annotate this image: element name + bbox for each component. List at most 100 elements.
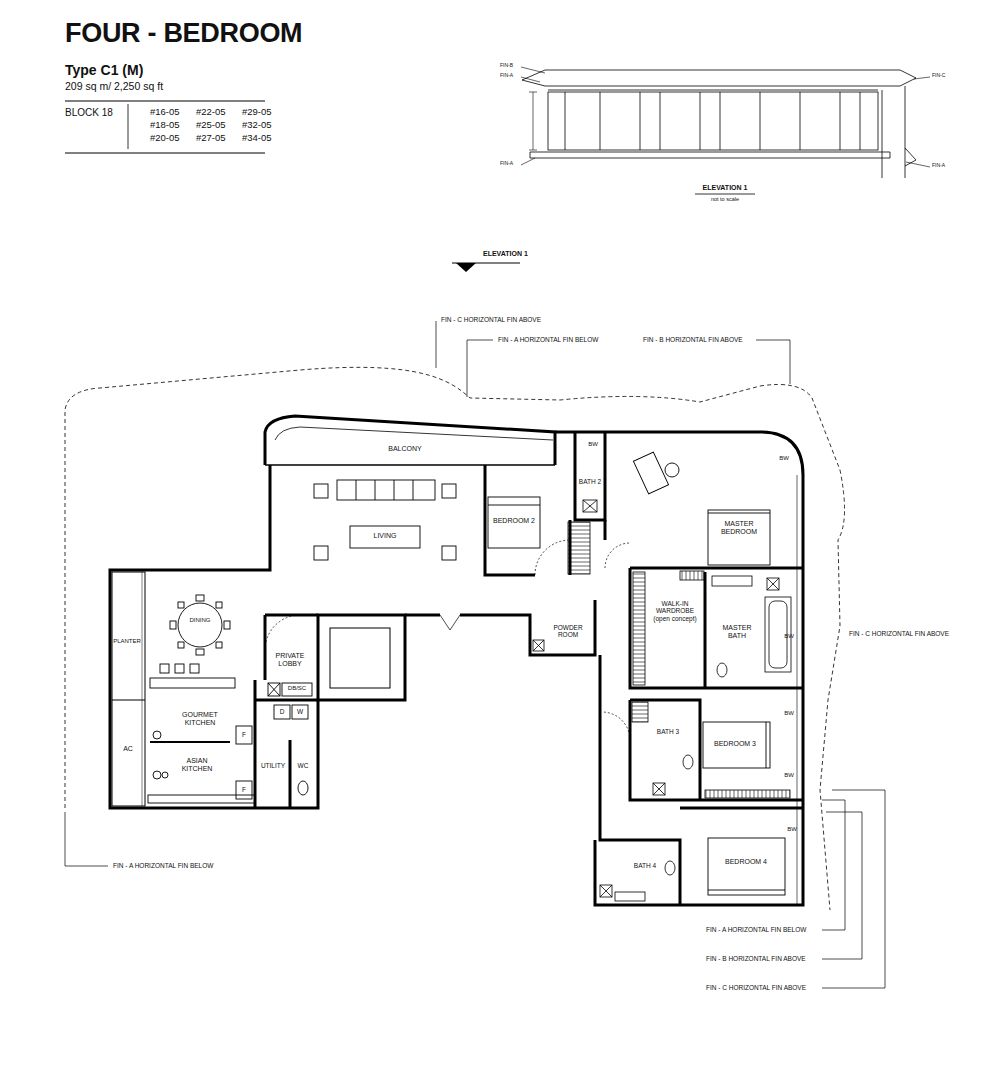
fin-tag: FIN-A (500, 161, 513, 167)
balcony-outline (275, 427, 553, 440)
wall (575, 432, 605, 520)
wall (110, 465, 318, 808)
bath-fittings (533, 475, 797, 905)
kitchen-fittings (236, 781, 252, 799)
wall (630, 700, 803, 800)
wall (604, 520, 607, 540)
leader-line (436, 321, 437, 368)
wall (680, 807, 803, 810)
wall (555, 432, 803, 905)
room-label: BATH 3 (653, 728, 683, 735)
room-label: DINING (184, 617, 216, 624)
scale-note: not to scale (695, 196, 755, 202)
window-label: BW (584, 441, 602, 448)
fin-callout: FIN - A HORIZONTAL FIN BELOW (705, 926, 807, 933)
service-box (282, 683, 312, 696)
unit-number: #22-05 (196, 107, 226, 118)
elevation-drawing (521, 67, 930, 194)
balcony-outline (265, 464, 555, 466)
block-number: BLOCK 18 (65, 107, 113, 119)
room-label: LIVING (365, 532, 405, 540)
fin-callout: FIN - C HORIZONTAL FIN ABOVE (848, 630, 950, 637)
door-swing (602, 712, 630, 740)
service-box (268, 683, 280, 696)
room-label: POWDER ROOM (547, 624, 589, 639)
appliance-label: W (294, 708, 306, 715)
kitchen-fittings (153, 771, 161, 779)
wardrobe (633, 572, 645, 685)
bath-fittings (533, 640, 544, 651)
leader-line (822, 800, 845, 930)
bed (708, 510, 770, 565)
fin-tag: FIN-B (500, 63, 513, 69)
fin-tag: FIN-A (932, 163, 945, 169)
bath-fittings (767, 578, 779, 590)
fin-callout: FIN - B HORIZONTAL FIN ABOVE (642, 336, 744, 343)
room-label: WALK-IN WARDROBE (open concept) (649, 600, 701, 622)
leader-line (756, 340, 790, 384)
furniture (337, 480, 435, 500)
room-label: BATH 4 (630, 862, 660, 869)
elevation-drawing (565, 92, 860, 150)
elevation-drawing (529, 92, 537, 150)
fin-callout: FIN - B HORIZONTAL FIN ABOVE (705, 955, 807, 962)
wall (110, 432, 803, 905)
wardrobe (632, 702, 648, 722)
service-box (268, 683, 280, 696)
elevation-drawing (882, 86, 905, 178)
furniture (442, 546, 456, 560)
room-label: AC (116, 745, 140, 753)
kitchen-fittings (150, 678, 235, 688)
furniture (314, 546, 328, 560)
elevation-marker (452, 263, 520, 272)
fin-callout: FIN - A HORIZONTAL FIN BELOW (497, 336, 599, 343)
lift-core (318, 615, 405, 700)
fin-callout: FIN - A HORIZONTAL FIN BELOW (112, 862, 214, 869)
bed (665, 463, 679, 477)
window-label: BW (775, 455, 793, 462)
window-label: BW (780, 772, 798, 779)
leader-line (65, 321, 885, 988)
furniture (442, 484, 456, 498)
kitchen-fittings (274, 705, 290, 719)
room-label: MASTER BATH (716, 624, 758, 640)
service-label: DB/SC (283, 685, 311, 692)
furniture (178, 642, 184, 648)
fin-tag: FIN-C (932, 73, 945, 79)
bath-fittings (712, 576, 752, 586)
kitchen-fittings (160, 664, 169, 673)
bath-fittings (583, 500, 597, 512)
unit-number: #29-05 (242, 107, 272, 118)
bath-fittings (533, 640, 544, 651)
room-label: BEDROOM 2 (490, 517, 538, 525)
furniture (178, 603, 222, 647)
bed (488, 505, 540, 506)
wall (264, 615, 267, 680)
kitchen-fittings (236, 726, 252, 744)
unit-type: Type C1 (M) (65, 62, 143, 78)
bed (488, 497, 540, 548)
bath-fittings (600, 885, 612, 897)
room-label: GOURMET KITCHEN (174, 711, 226, 727)
furniture (350, 526, 420, 548)
room-label: BATH 2 (576, 478, 604, 485)
unit-number: #32-05 (242, 120, 272, 131)
header-rule (65, 100, 265, 101)
unit-number: #34-05 (242, 133, 272, 144)
header-rule (128, 104, 129, 149)
unit-number: #20-05 (150, 133, 180, 144)
fin-outline (65, 367, 845, 910)
unit-number: #27-05 (196, 133, 226, 144)
elevation-drawing (695, 194, 755, 195)
furniture (356, 480, 413, 500)
furniture (178, 602, 184, 608)
elevation-drawing (548, 90, 878, 91)
bath-fittings (767, 578, 779, 590)
service-box (268, 683, 312, 696)
wall (600, 655, 680, 905)
unit-number: #16-05 (150, 107, 180, 118)
room-label: BEDROOM 3 (707, 740, 763, 748)
wardrobe (568, 522, 590, 574)
plan-title: FOUR - BEDROOM (65, 18, 302, 49)
